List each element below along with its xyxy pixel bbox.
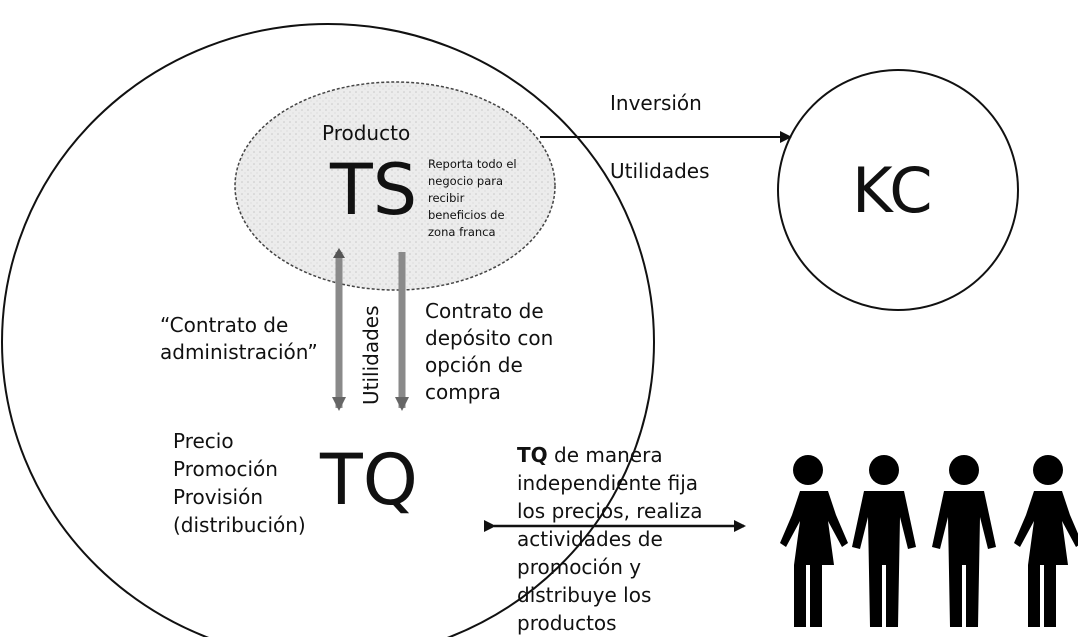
tq-note-line: TQ de manera <box>517 443 663 467</box>
ts-note-line: negocio para <box>428 174 503 188</box>
person-female-icon <box>1014 455 1078 627</box>
tq-function-item: Provisión <box>173 485 263 509</box>
tq-note-line: actividades de <box>517 527 663 551</box>
ts-product-label: Producto <box>322 121 410 145</box>
administration-contract-line: administración” <box>160 340 318 364</box>
tq-label: TQ <box>319 439 418 521</box>
tq-note-line: independiente fija <box>517 471 698 495</box>
ts-note: Reporta todo el negocio para recibir ben… <box>428 157 517 239</box>
administration-contract-line: “Contrato de <box>160 313 288 337</box>
deposit-contract-label: Contrato de depósito con opción de compr… <box>425 299 553 404</box>
deposit-contract-line: Contrato de <box>425 299 544 323</box>
tq-note-bold: TQ <box>517 443 548 467</box>
deposit-contract-line: opción de <box>425 353 523 377</box>
tq-note-rest: de manera <box>548 443 663 467</box>
ts-note-line: Reporta todo el <box>428 157 517 171</box>
customers-group <box>780 455 1078 627</box>
tq-note: TQ de manera independiente fija los prec… <box>517 443 703 635</box>
ts-note-line: recibir <box>428 191 465 205</box>
tq-note-line: productos <box>517 611 617 635</box>
kc-circle <box>777 69 1019 311</box>
ts-ellipse <box>234 81 556 291</box>
kc-label: KC <box>852 154 933 227</box>
deposit-contract-line: compra <box>425 380 501 404</box>
profits-label: Utilidades <box>610 159 710 183</box>
person-male-icon <box>932 455 996 627</box>
tq-circle <box>1 23 655 637</box>
tq-note-line: distribuye los <box>517 583 651 607</box>
tq-function-item: (distribución) <box>173 513 306 537</box>
deposit-contract-line: depósito con <box>425 326 553 350</box>
tq-note-line: los precios, realiza <box>517 499 703 523</box>
ts-note-line: beneficios de <box>428 208 505 222</box>
tq-note-line: promoción y <box>517 555 641 579</box>
profits-vertical-label: Utilidades <box>359 305 383 405</box>
ts-note-line: zona franca <box>428 225 496 239</box>
investment-label: Inversión <box>610 91 702 115</box>
profits-up-arrowhead <box>333 248 345 258</box>
person-female-icon <box>780 455 848 627</box>
ts-label: TS <box>329 149 417 231</box>
person-male-icon <box>852 455 916 627</box>
tq-functions: Precio Promoción Provisión (distribución… <box>173 429 306 537</box>
tq-function-item: Promoción <box>173 457 278 481</box>
administration-contract-label: “Contrato de administración” <box>160 313 318 364</box>
tq-function-item: Precio <box>173 429 234 453</box>
